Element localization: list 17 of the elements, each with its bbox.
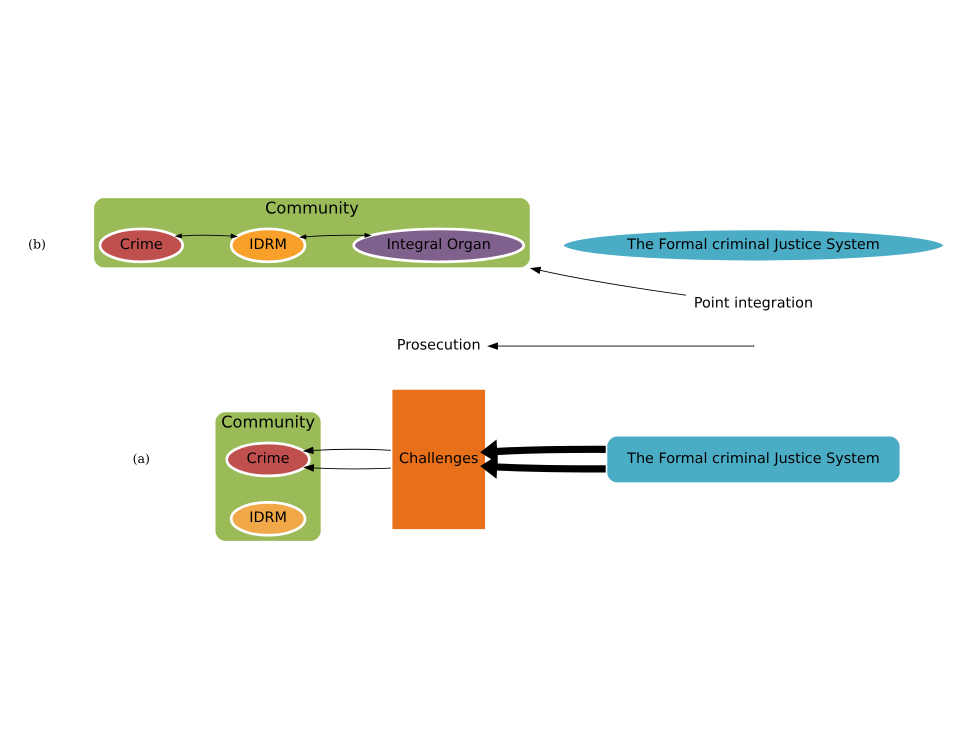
node-box: Challenges [390, 386, 488, 532]
arrow [302, 446, 392, 454]
arrow [174, 232, 238, 238]
arrow [487, 342, 753, 350]
node-ellipse: Integral Organ [352, 227, 526, 263]
arrow [303, 464, 392, 472]
node-ellipse: Crime [225, 441, 311, 477]
arrow [530, 266, 686, 296]
label: (b) [28, 236, 46, 252]
node-text: Prosecution [396, 337, 481, 354]
arrow [299, 232, 372, 239]
node-text: Point integration [694, 294, 814, 311]
label: (a) [132, 450, 150, 466]
node-ellipse: IDRM [230, 500, 306, 536]
node-ellipse: The Formal criminal Justice System [561, 227, 946, 263]
arrow [480, 438, 606, 463]
arrow [480, 454, 606, 478]
